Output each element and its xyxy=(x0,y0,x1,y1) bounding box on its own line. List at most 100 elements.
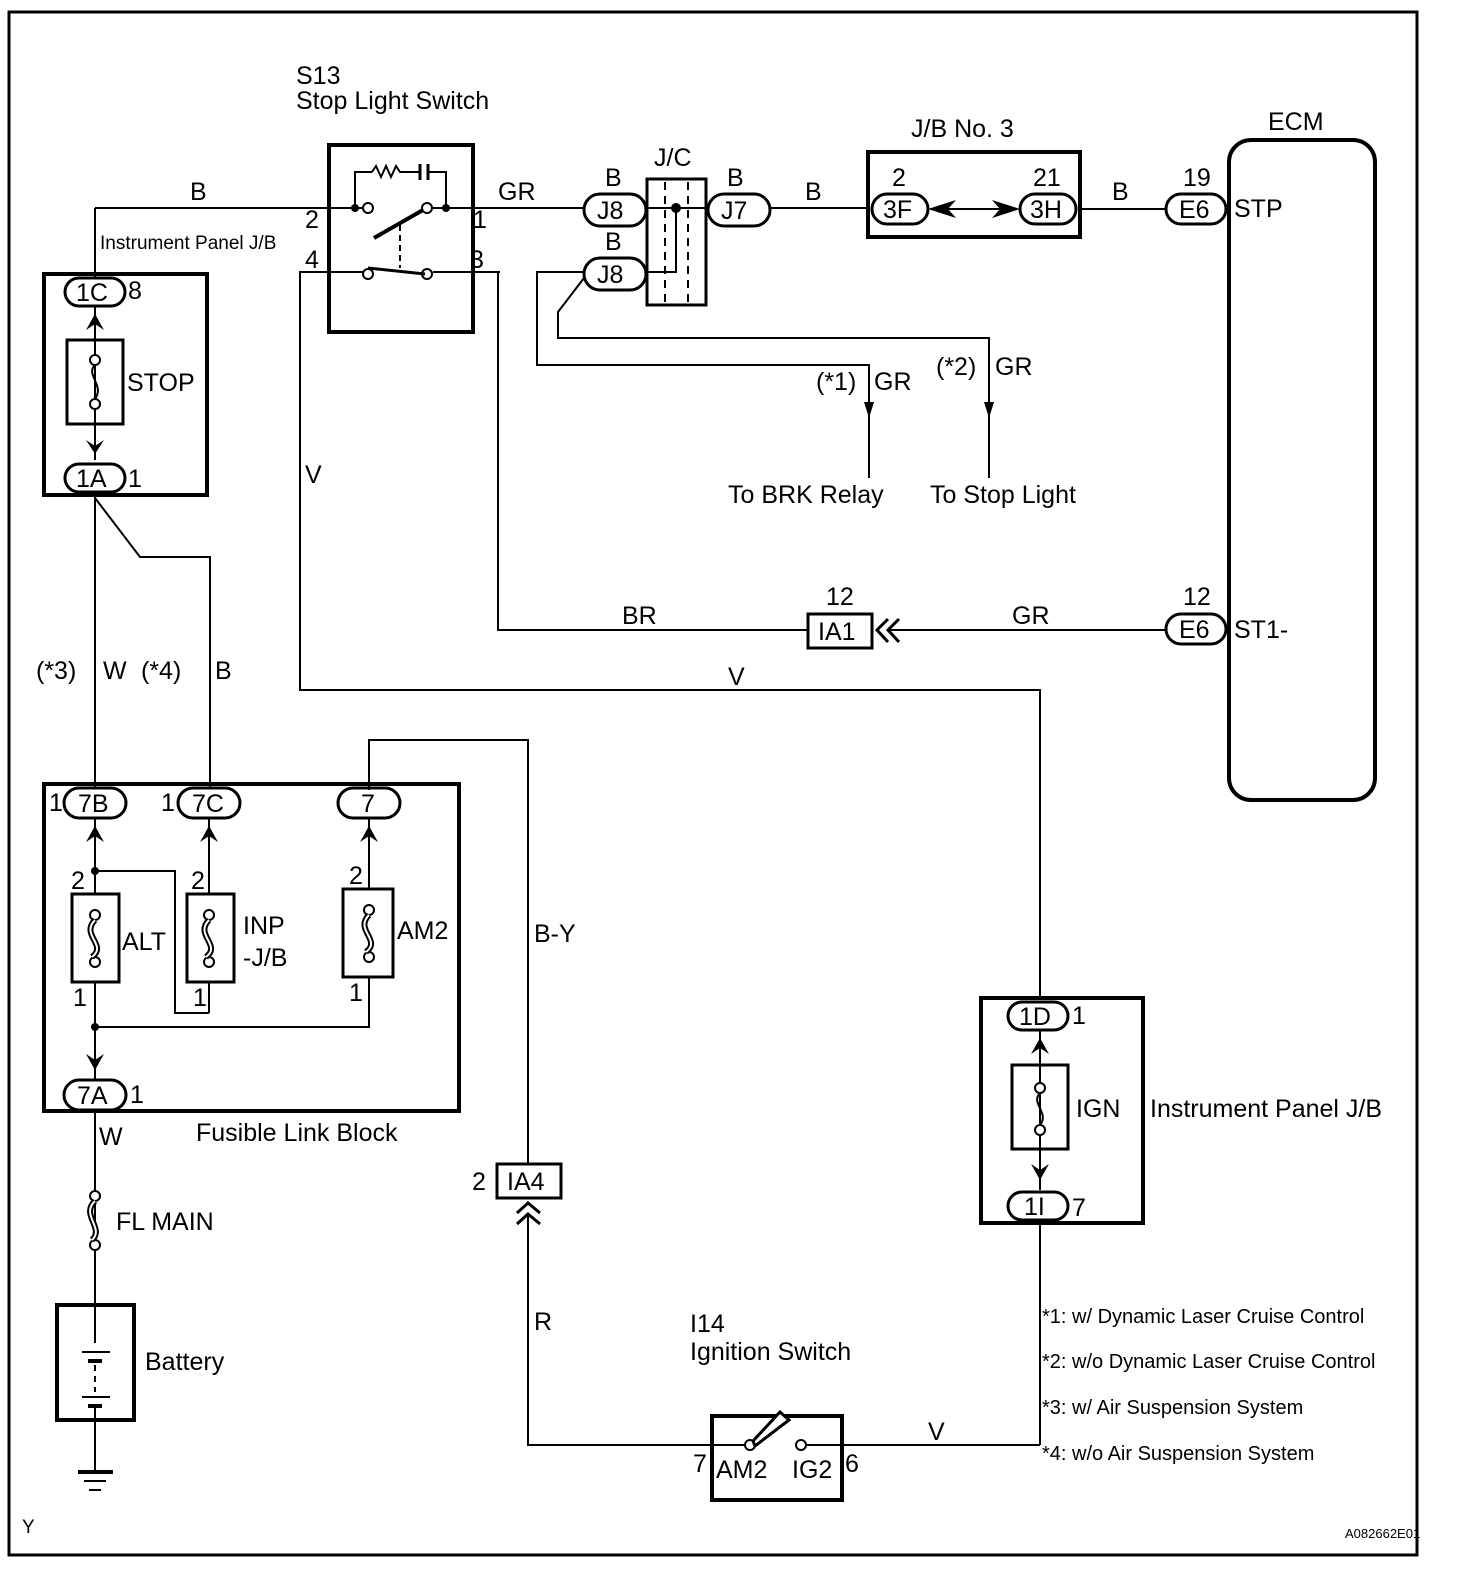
connector-1a xyxy=(63,462,127,494)
fuse-inp-label-2: -J/B xyxy=(243,944,287,972)
wire-label-jc-jb3: B xyxy=(805,178,822,206)
ip-jb-top-label: Instrument Panel J/B xyxy=(100,233,276,254)
connector-7-label: 7 xyxy=(361,790,375,818)
note-1: *1: w/ Dynamic Laser Cruise Control xyxy=(1042,1306,1364,1328)
wire-label-brk-gr: GR xyxy=(874,368,912,396)
ip-jb-stop: 1C 8 STOP 1A 1 xyxy=(42,208,209,497)
connector-1i xyxy=(1006,1190,1070,1222)
switch-pin-2: 2 xyxy=(305,206,319,234)
wire-label-stop-gr: GR xyxy=(995,353,1033,381)
junction-connector: J/C B J8 B J8 B J7 xyxy=(582,144,772,307)
ignition-switch: I14 Ignition Switch 7 AM2 IG2 6 xyxy=(690,1310,1040,1502)
connector-j7-label: J7 xyxy=(721,197,747,225)
ia1-label: IA1 xyxy=(818,618,856,646)
figure-id: A082662E01 xyxy=(1345,1526,1420,1541)
fuse-inp-label-1: INP xyxy=(243,912,285,940)
connector-1a-pin: 1 xyxy=(128,465,142,493)
connector-e6-stp xyxy=(1164,192,1228,226)
fuse-ign-label: IGN xyxy=(1076,1095,1120,1123)
connector-3f-label: 3F xyxy=(883,196,912,224)
ia1-pin: 12 xyxy=(826,583,854,611)
fuse-stop-label: STOP xyxy=(127,369,195,397)
variant-2: (*2) xyxy=(936,353,976,381)
connector-1a-label: 1A xyxy=(76,465,107,493)
wire-label-j8-bottom: B xyxy=(605,228,622,256)
connector-j8-bottom xyxy=(582,256,648,292)
connector-1d-label: 1D xyxy=(1019,1003,1051,1031)
fl-main-fusible-link: FL MAIN xyxy=(87,1190,214,1251)
wire-label-gr-st1: GR xyxy=(1012,602,1050,630)
switch-pin-4: 4 xyxy=(305,246,319,274)
connector-7c-pin: 1 xyxy=(161,789,175,817)
wire-label-jb3-ecm: B xyxy=(1112,178,1129,206)
fusible-link-block: 1 7B 1 7C 7 2 ALT 1 2 INP -J/B xyxy=(42,782,461,1113)
fuse-inp-pin-top: 2 xyxy=(191,867,205,895)
jb3-left-pin: 2 xyxy=(892,164,906,192)
to-brk-relay: To BRK Relay xyxy=(728,481,884,509)
battery: Battery xyxy=(55,1303,225,1491)
variant-3: (*3) xyxy=(36,657,76,685)
fl-main-label: FL MAIN xyxy=(116,1208,214,1236)
connector-j7 xyxy=(706,192,772,228)
diagram-frame xyxy=(7,10,1419,1557)
ecm-stp-signal: STP xyxy=(1234,195,1283,223)
connector-e6-st1-label: E6 xyxy=(1179,616,1210,644)
connector-j8-top-label: J8 xyxy=(597,197,623,225)
ecm: ECM 19 E6 STP 12 E6 ST1- xyxy=(1164,108,1377,802)
fuse-alt-label: ALT xyxy=(122,928,166,956)
wire-label-r: R xyxy=(534,1308,552,1336)
connector-j8-top xyxy=(582,192,648,228)
ignition-switch-code: I14 xyxy=(690,1310,725,1338)
wire-label-br: BR xyxy=(622,602,657,630)
jb3-label: J/B No. 3 xyxy=(911,115,1014,143)
wire-label-w: W xyxy=(103,657,127,685)
ia4-pin: 2 xyxy=(472,1168,486,1196)
connector-1d-pin: 1 xyxy=(1072,1002,1086,1030)
battery-label: Battery xyxy=(145,1348,225,1376)
connector-1i-label: 1I xyxy=(1024,1193,1045,1221)
stop-light-switch-name: Stop Light Switch xyxy=(296,87,489,115)
fuse-alt-pin-bottom: 1 xyxy=(73,984,87,1012)
variant-1: (*1) xyxy=(816,368,856,396)
connector-ia1: 12 IA1 xyxy=(806,583,901,650)
note-2: *2: w/o Dynamic Laser Cruise Control xyxy=(1042,1351,1375,1373)
notes: *1: w/ Dynamic Laser Cruise Control *2: … xyxy=(1042,1306,1375,1465)
connector-7c-label: 7C xyxy=(192,790,224,818)
fusible-link-block-label: Fusible Link Block xyxy=(196,1119,398,1147)
wire-label-j7: B xyxy=(727,164,744,192)
wire-label-by: B-Y xyxy=(534,920,576,948)
ecm-stp-pin: 19 xyxy=(1183,164,1211,192)
ignition-pin-7: 7 xyxy=(693,1450,707,1478)
fuse-am2-label: AM2 xyxy=(397,917,448,945)
ecm-label: ECM xyxy=(1268,108,1324,136)
wire-label-j8-top: B xyxy=(605,164,622,192)
ia4-label: IA4 xyxy=(507,1168,545,1196)
fuse-am2-pin-top: 2 xyxy=(349,862,363,890)
wire-label-b: B xyxy=(190,178,207,206)
switch-pin-3: 3 xyxy=(470,246,484,274)
wire-label-gr: GR xyxy=(498,178,536,206)
connector-7a-pin: 1 xyxy=(130,1081,144,1109)
switch-pin-1: 1 xyxy=(473,206,487,234)
ignition-pin-6: 6 xyxy=(845,1450,859,1478)
wire-label-v-switch: V xyxy=(305,461,322,489)
connector-1i-pin: 7 xyxy=(1072,1194,1086,1222)
connector-1c-label: 1C xyxy=(76,279,108,307)
stop-light-switch-code: S13 xyxy=(296,62,340,90)
stop-light-switch: S13 Stop Light Switch 2 4 1 3 xyxy=(95,62,590,334)
fuse-alt-pin-top: 2 xyxy=(71,867,85,895)
ignition-terminal-ig2: IG2 xyxy=(792,1456,832,1484)
fuse-am2-pin-bottom: 1 xyxy=(349,979,363,1007)
note-4: *4: w/o Air Suspension System xyxy=(1042,1443,1314,1465)
note-3: *3: w/ Air Suspension System xyxy=(1042,1397,1303,1419)
ip-jb-ign-label: Instrument Panel J/B xyxy=(1150,1095,1382,1123)
corner-label: Y xyxy=(22,1517,35,1538)
connector-1d xyxy=(1006,1000,1070,1032)
ecm-st1-pin: 12 xyxy=(1183,583,1211,611)
connector-7a-label: 7A xyxy=(77,1082,108,1110)
junction-block-3: J/B No. 3 2 3F 21 3H xyxy=(866,115,1082,239)
wire-label-w-main: W xyxy=(99,1123,123,1151)
ignition-terminal-am2: AM2 xyxy=(716,1456,767,1484)
ip-jb-ign: 1D 1 IGN 1I 7 xyxy=(979,996,1145,1225)
